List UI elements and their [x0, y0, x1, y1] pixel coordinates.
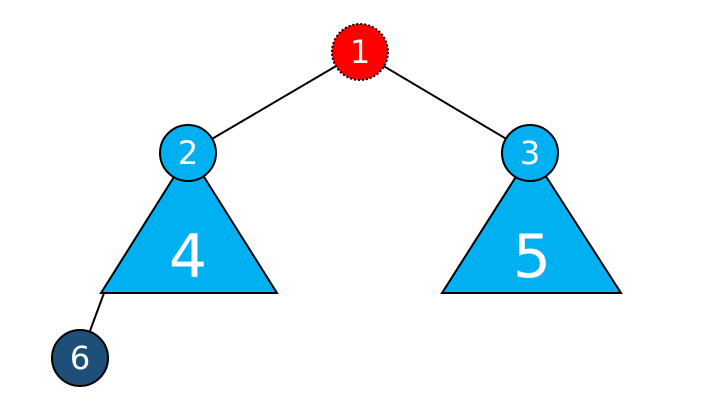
root-node	[331, 23, 389, 81]
left-subtree-label: 4	[169, 222, 207, 292]
node-6-label: 6	[70, 339, 90, 377]
node-3	[501, 124, 559, 182]
right-subtree-label: 5	[513, 222, 551, 292]
right-subtree-triangle	[440, 151, 623, 294]
left-subtree-triangle	[99, 151, 279, 294]
edge-1-2	[187, 51, 361, 154]
node-6	[51, 329, 109, 387]
node-2-label: 2	[178, 134, 198, 172]
root-node-label: 1	[350, 33, 370, 71]
edge-1-3	[359, 51, 531, 154]
node-3-label: 3	[520, 134, 540, 172]
node-2	[159, 124, 217, 182]
